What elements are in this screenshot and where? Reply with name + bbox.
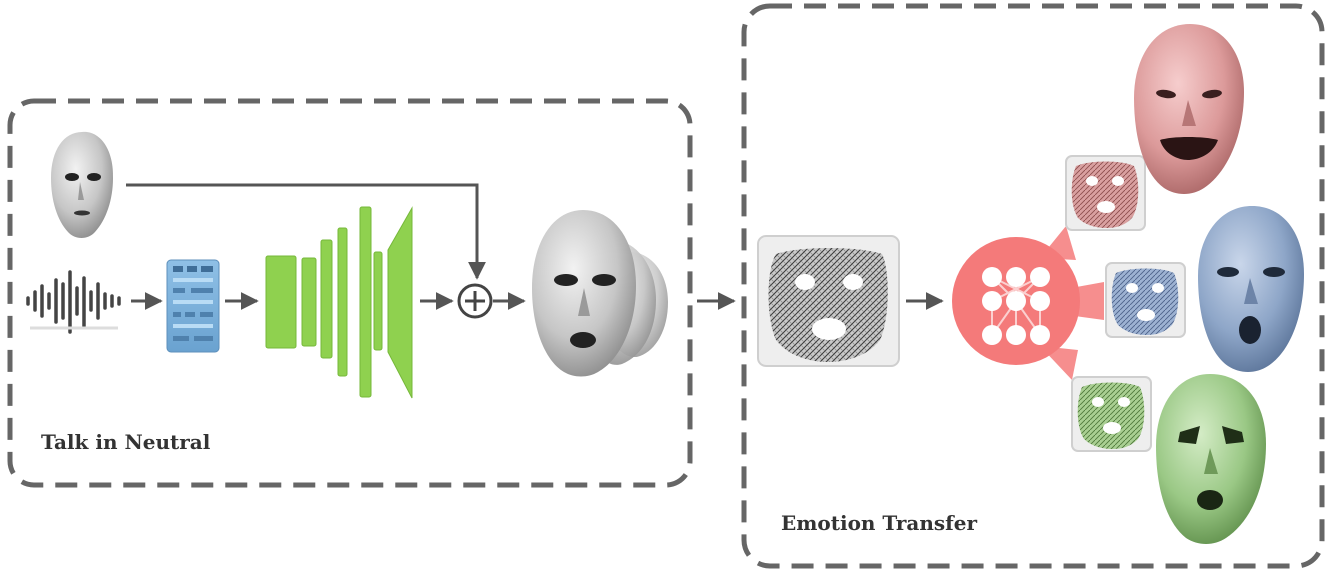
pink-texture-map xyxy=(1065,155,1146,231)
talk-in-neutral-label: Talk in Neutral xyxy=(41,430,211,454)
green-texture-map xyxy=(1071,376,1152,452)
talk-in-neutral-panel xyxy=(7,98,693,488)
template-to-add-connector xyxy=(126,183,486,280)
emotion-transfer-panel xyxy=(741,3,1325,569)
audio-waveform-icon xyxy=(26,270,121,334)
add-operator-icon xyxy=(457,283,493,319)
decoder-network-icon xyxy=(265,206,413,399)
talking-face-icon xyxy=(532,210,668,377)
blue-texture-map xyxy=(1105,262,1186,338)
emotion-transfer-label: Emotion Transfer xyxy=(781,511,978,535)
happy-face-icon xyxy=(1134,24,1244,194)
displacement-map-icon xyxy=(757,235,900,367)
template-face-icon xyxy=(51,131,114,238)
emotion-network-icon xyxy=(952,226,1104,380)
green-face-icon xyxy=(1156,374,1266,544)
surprise-face-icon xyxy=(1198,206,1304,372)
audio-feature-icon xyxy=(166,259,220,353)
